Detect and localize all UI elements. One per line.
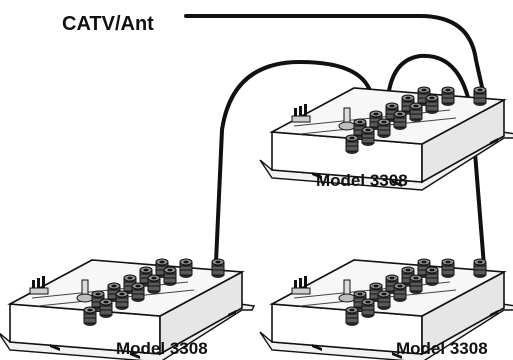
device-right-label: Model 3308 <box>396 339 488 358</box>
cable-to-left-device <box>214 59 374 264</box>
device-top-label: Model 3308 <box>316 171 408 190</box>
feed-cable <box>184 14 486 98</box>
device-left-label: Model 3308 <box>116 339 208 358</box>
catv-ant-label: CATV/Ant <box>62 13 154 35</box>
